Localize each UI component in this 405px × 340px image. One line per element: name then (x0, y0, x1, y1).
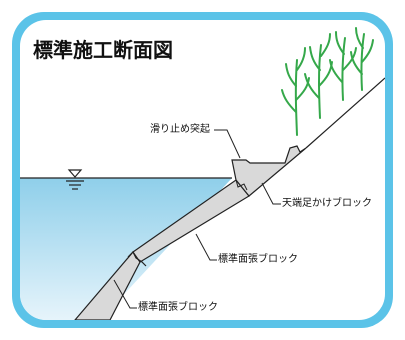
label-anti-slip: 滑り止め突起 (150, 124, 210, 135)
diagram-title: 標準施工断面図 (33, 38, 173, 62)
label-slope-block-lower: 標準面張ブロック (138, 302, 218, 313)
water-body (20, 178, 232, 320)
water-level-icon (66, 169, 84, 190)
crest-foot-block (231, 145, 307, 197)
block-joint (127, 250, 147, 267)
leader-lines (113, 129, 281, 309)
label-slope-block-upper: 標準面張ブロック (218, 254, 298, 265)
grass-plants-icon (281, 27, 374, 136)
embankment-line (305, 77, 385, 149)
label-crest-foot-block: 天端足かけブロック (282, 198, 372, 209)
anti-slip-protrusion (235, 179, 248, 191)
